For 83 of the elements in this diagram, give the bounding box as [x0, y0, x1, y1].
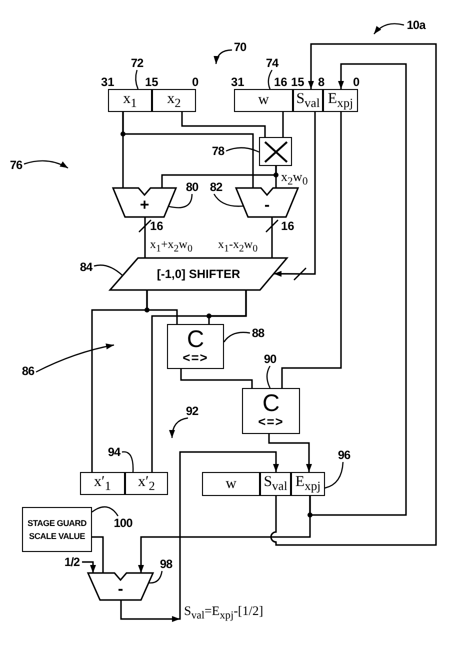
- leader-line: [168, 194, 193, 208]
- leader-line: [226, 147, 260, 153]
- reference-numeral: 74: [264, 56, 280, 70]
- bit-number: 16: [274, 75, 288, 89]
- bit-number: 31: [231, 75, 244, 89]
- signal-arrow: [120, 451, 279, 620]
- register-cell: x′$_{1}$: [80, 472, 125, 495]
- leader-line: [92, 506, 118, 516]
- shifter-block: [-1,0] SHIFTER: [110, 258, 287, 290]
- reference-numeral: 92: [184, 404, 200, 418]
- reference-numeral: 84: [78, 260, 94, 274]
- reference-numeral: 86: [20, 364, 36, 378]
- bit-number: 15: [145, 75, 158, 89]
- bit-number: 0: [192, 75, 199, 89]
- signal-label: x$_{2}$w$_{0}$: [281, 170, 308, 189]
- leader-line: [224, 332, 250, 342]
- pointer-arrow: [214, 49, 232, 64]
- reference-numeral: 90: [262, 352, 278, 366]
- comparator-box: C <=>: [242, 388, 300, 434]
- reference-numeral: 98: [158, 557, 174, 571]
- leader-line: [324, 462, 344, 489]
- register-cell: x$_{2}$: [152, 89, 196, 112]
- leader-line: [94, 264, 124, 276]
- reference-numeral: 80: [184, 180, 200, 194]
- reference-numeral: 96: [336, 448, 352, 462]
- signal-line: [92, 536, 104, 573]
- signal-label: x$_{1}$-x$_{2}$w$_{0}$: [218, 237, 258, 256]
- pointer-arrow: [24, 160, 68, 169]
- register-cell: w: [234, 89, 293, 112]
- multiplier-box: [259, 137, 292, 166]
- comparator-box: C <=>: [167, 324, 224, 369]
- signal-line: [281, 112, 342, 388]
- reference-numeral: 94: [106, 445, 122, 459]
- reference-numeral: 10a: [404, 18, 428, 32]
- reference-numeral: 72: [129, 56, 145, 70]
- signal-line: [144, 217, 146, 258]
- bit-number: 31: [101, 75, 114, 89]
- reference-numeral: 76: [8, 158, 24, 172]
- signal-line: [271, 217, 273, 258]
- register-cell: w: [202, 472, 260, 496]
- pointer-arrow: [374, 23, 404, 34]
- register-cell: x′$_{2}$: [125, 472, 168, 495]
- reference-numeral: 88: [250, 326, 266, 340]
- subtractor-adder-symbol: +: [113, 188, 176, 217]
- signal-arrow: [268, 434, 312, 472]
- leader-line: [148, 570, 163, 584]
- register-cell: S$_{val}$: [260, 472, 291, 496]
- subtractor-adder-symbol: -: [236, 188, 298, 217]
- signal-arrow: [274, 112, 316, 277]
- signal-line: [275, 166, 277, 188]
- signal-line: [181, 112, 266, 137]
- register-cell: E$_{xpj}$: [291, 472, 325, 496]
- signal-label: x$_{1}$+x$_{2}$w$_{0}$: [150, 237, 192, 256]
- bit-number: 15: [291, 75, 304, 89]
- signal-line: [180, 369, 253, 388]
- input-label: 1/2: [62, 555, 82, 569]
- pointer-arrow: [169, 417, 188, 438]
- register-cell: x$_{1}$: [108, 89, 152, 112]
- reference-numeral: 78: [210, 144, 226, 158]
- pointer-arrow: [36, 344, 114, 373]
- signal-line: [208, 290, 247, 324]
- signal-line: [122, 112, 254, 188]
- bit-number: 0: [353, 75, 360, 89]
- reference-numeral: 70: [232, 40, 248, 54]
- bus-width-label: 16: [281, 219, 294, 233]
- bus-width-label: 16: [150, 219, 164, 233]
- leader-line: [135, 70, 139, 90]
- subtractor-adder-symbol: -: [88, 573, 153, 600]
- bit-number: 8: [318, 75, 325, 89]
- leader-line: [214, 194, 244, 207]
- signal-line: [146, 290, 178, 324]
- equation-text: S$_{val}$=E$_{xpj}$-[1/2]: [184, 604, 264, 623]
- signal-arrow: [138, 496, 311, 573]
- leader-line: [266, 366, 271, 388]
- leader-line: [268, 70, 273, 90]
- signal-line: [282, 112, 284, 137]
- scale-value-box: STAGE GUARD SCALE VALUE: [22, 507, 92, 552]
- reference-numeral: 82: [208, 180, 224, 194]
- register-cell: S$_{val}$: [293, 89, 323, 112]
- signal-arrow: [82, 561, 96, 573]
- register-cell: E$_{xpj}$: [323, 89, 358, 112]
- reference-numeral: 100: [112, 516, 134, 530]
- signal-arrow: [271, 43, 437, 546]
